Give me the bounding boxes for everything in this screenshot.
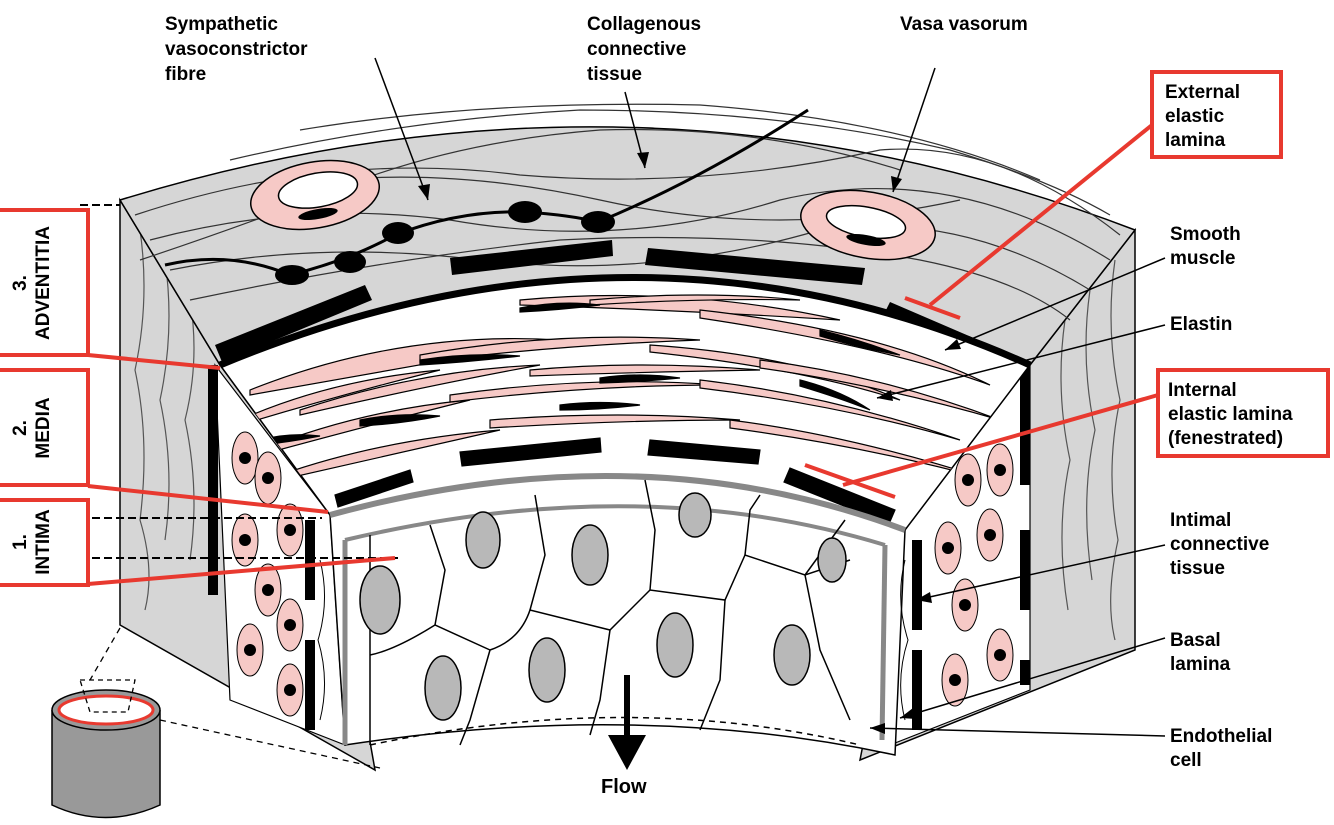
internal-elastic-box — [1156, 368, 1330, 458]
intima-box — [0, 498, 90, 587]
media-box — [0, 368, 90, 487]
endothelial-label-2: cell — [1170, 750, 1202, 771]
endothelium — [317, 473, 909, 756]
leader-lines — [374, 57, 1166, 737]
layer-brackets — [0, 204, 398, 587]
sympathetic-label-3: fibre — [165, 64, 206, 85]
intimal-ct-label-3: tissue — [1170, 558, 1225, 579]
internal-elastic-label-1: Internal — [1168, 380, 1237, 401]
external-elastic-label-1: External — [1165, 82, 1240, 103]
external-elastic-box — [1150, 70, 1283, 159]
endothelial-label-1: Endothelial — [1170, 726, 1272, 747]
intima-label: INTIMA — [33, 509, 54, 575]
smooth-muscle-label-2: muscle — [1170, 248, 1235, 269]
sympathetic-label-1: Sympathetic — [165, 14, 278, 35]
flow-label: Flow — [601, 776, 647, 798]
adventitia-surface — [118, 103, 1137, 375]
right-media-cells — [889, 363, 1031, 746]
red-pointers — [804, 123, 1159, 499]
vasa-vasorum-label: Vasa vasorum — [900, 14, 1028, 35]
collagenous-label-1: Collagenous — [587, 14, 701, 35]
media-label: MEDIA — [33, 397, 54, 459]
intima-number: 1. — [10, 534, 31, 550]
basal-lamina-label-1: Basal — [1170, 630, 1221, 651]
external-elastic-label-3: lamina — [1165, 130, 1226, 151]
reference-cylinder — [51, 679, 161, 819]
intimal-ct-label-1: Intimal — [1170, 510, 1231, 531]
cylinder-guide — [89, 627, 381, 769]
sympathetic-label-2: vasoconstrictor — [165, 39, 308, 60]
internal-elastic-label-2: elastic lamina — [1168, 404, 1293, 425]
collagenous-label-3: tissue — [587, 64, 642, 85]
adventitia-box — [0, 208, 90, 357]
basal-lamina-label-2: lamina — [1170, 654, 1231, 675]
adventitia-number: 3. — [10, 275, 31, 291]
media-cut-face — [218, 274, 1032, 531]
collagenous-label-2: connective — [587, 39, 686, 60]
flow-arrow — [608, 675, 646, 770]
intimal-ct-label-2: connective — [1170, 534, 1269, 555]
external-elastic-label-2: elastic — [1165, 106, 1225, 127]
media-number: 2. — [10, 420, 31, 436]
leader-arrowheads — [418, 152, 961, 734]
internal-elastic-label-3: (fenestrated) — [1168, 428, 1283, 449]
adventitia-label: ADVENTITIA — [33, 226, 54, 340]
elastin-label: Elastin — [1170, 314, 1232, 335]
smooth-muscle-label-1: Smooth — [1170, 224, 1241, 245]
